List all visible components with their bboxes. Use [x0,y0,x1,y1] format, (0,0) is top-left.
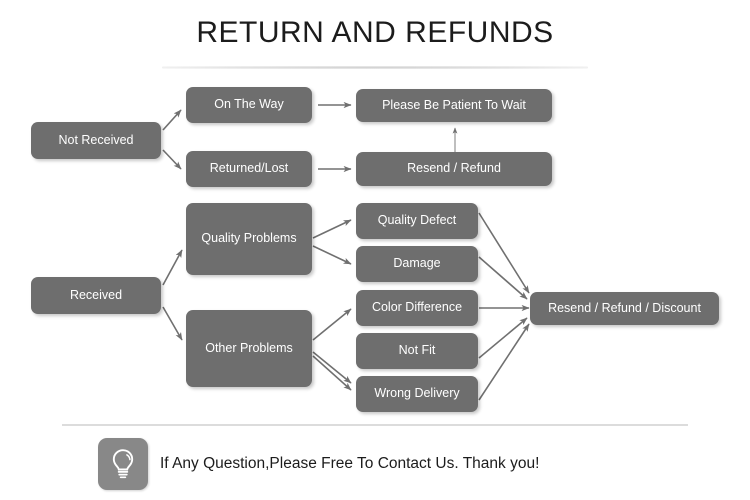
edge-not-received-to-returned-lost [162,149,182,170]
footer: If Any Question,Please Free To Contact U… [98,438,539,490]
title-divider [162,66,588,69]
node-please-be-patient-to-wait[interactable]: Please Be Patient To Wait [356,89,552,122]
edge-not-received-to-on-the-way [162,109,182,131]
node-received[interactable]: Received [31,277,161,314]
page-title: RETURN AND REFUNDS [196,16,554,49]
node-color-difference[interactable]: Color Difference [356,290,478,326]
node-wrong-delivery[interactable]: Wrong Delivery [356,376,478,412]
edge-wrong-delivery-to-resend-refund-discount [478,323,530,401]
node-not-fit[interactable]: Not Fit [356,333,478,369]
node-returned-lost[interactable]: Returned/Lost [186,151,312,187]
footer-divider [62,424,688,426]
node-quality-problems[interactable]: Quality Problems [186,203,312,275]
edge-not-fit-to-resend-refund-discount [478,317,528,359]
edge-other-problems-to-wrong-delivery [312,355,352,391]
edge-other-problems-to-color-difference [312,308,352,341]
edge-received-to-quality-problems [162,249,183,286]
lightbulb-icon [98,438,148,490]
edge-quality-problems-to-damage [312,245,352,265]
node-resend-refund-discount[interactable]: Resend / Refund / Discount [530,292,719,325]
node-resend-refund[interactable]: Resend / Refund [356,152,552,186]
footer-text: If Any Question,Please Free To Contact U… [160,455,540,472]
node-not-received[interactable]: Not Received [31,122,161,159]
node-other-problems[interactable]: Other Problems [186,310,312,387]
node-quality-defect[interactable]: Quality Defect [356,203,478,239]
node-damage[interactable]: Damage [356,246,478,282]
edge-other-problems-to-not-fit [312,351,352,384]
edge-quality-problems-to-quality-defect [312,219,352,239]
edge-quality-defect-to-resend-refund-discount [478,212,530,294]
edge-damage-to-resend-refund-discount [478,256,528,300]
edge-received-to-other-problems [162,306,183,341]
node-on-the-way[interactable]: On The Way [186,87,312,123]
